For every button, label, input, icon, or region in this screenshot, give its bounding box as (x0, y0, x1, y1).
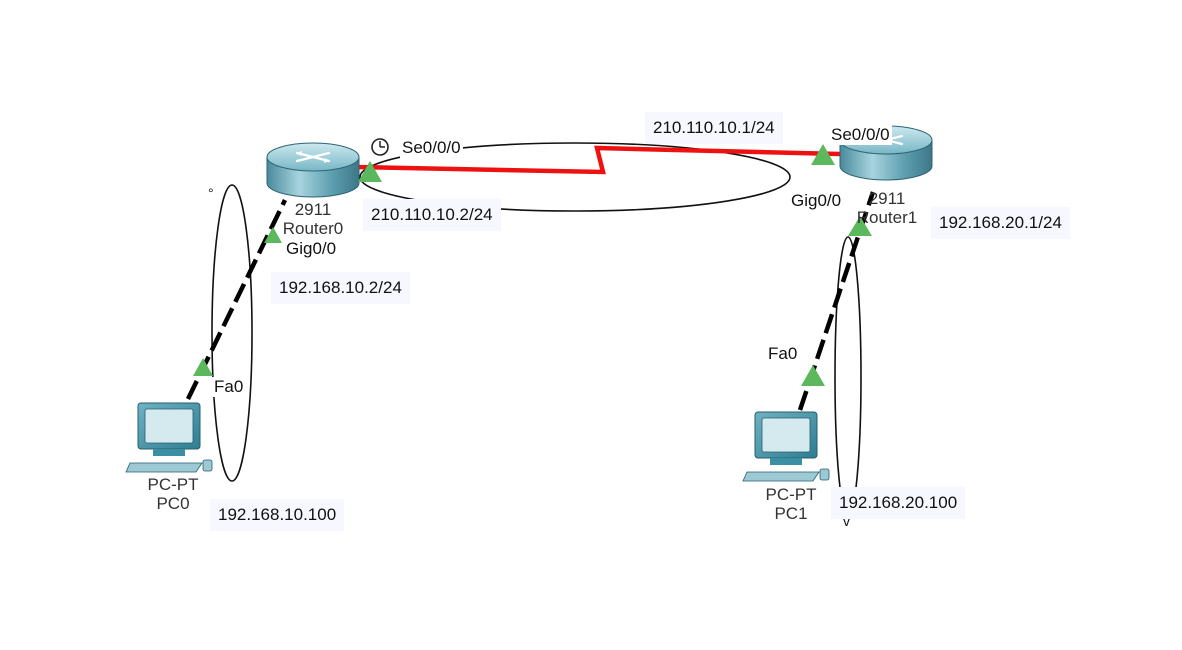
port-label-router1-gig: Gig0/0 (789, 191, 844, 211)
link-up-triangle-icon (193, 358, 213, 376)
link-up-triangle-icon (801, 365, 825, 386)
link-up-triangle-icon (264, 227, 282, 243)
clock-icon (371, 138, 389, 156)
note-r1-serial-ip[interactable]: 210.110.10.1/24 (645, 112, 783, 144)
note-r0-gig-ip[interactable]: 192.168.10.2/24 (271, 272, 410, 304)
pc0-model: PC-PT (147, 475, 199, 494)
port-label-router0-serial: Se0/0/0 (400, 138, 463, 158)
port-label-pc1-fa: Fa0 (766, 344, 800, 364)
link-up-triangle-icon (811, 144, 835, 165)
note-r1-gig-ip[interactable]: 192.168.20.1/24 (931, 207, 1070, 239)
annotation-mark-left: ° (208, 185, 214, 201)
note-pc0-ip[interactable]: 192.168.10.100 (210, 499, 345, 531)
router0-label[interactable]: 2911 Router0 (268, 200, 358, 238)
serial-link[interactable] (354, 145, 841, 175)
annotation-mark-right: v (843, 513, 850, 529)
link-up-triangle-icon (848, 216, 872, 236)
pc0-label[interactable]: PC-PT PC0 (128, 475, 218, 513)
port-label-router1-serial: Se0/0/0 (829, 125, 892, 145)
pc1-label[interactable]: PC-PT PC1 (746, 485, 836, 523)
annotation-ellipse-right (834, 236, 862, 518)
note-r0-serial-ip[interactable]: 210.110.10.2/24 (363, 199, 501, 231)
pc1-name: PC1 (774, 504, 808, 523)
router1-model: 2911 (868, 189, 906, 208)
router1-name: Router1 (856, 208, 918, 227)
link-up-triangle-icon (358, 161, 382, 182)
pc1-icon[interactable] (742, 411, 830, 482)
router0-icon[interactable] (266, 142, 360, 198)
port-label-pc0-fa: Fa0 (212, 377, 246, 397)
router0-model: 2911 (294, 200, 332, 219)
port-label-router0-gig: Gig0/0 (284, 239, 339, 259)
router0-name: Router0 (282, 219, 344, 238)
pc0-icon[interactable] (125, 402, 213, 473)
pc1-model: PC-PT (765, 485, 817, 504)
note-pc1-ip[interactable]: 192.168.20.100 (831, 487, 966, 519)
annotation-ellipse-left (211, 184, 253, 482)
router1-label[interactable]: 2911 Router1 (842, 189, 932, 227)
pc0-name: PC0 (156, 494, 190, 513)
annotation-ellipse-serial (359, 142, 791, 212)
